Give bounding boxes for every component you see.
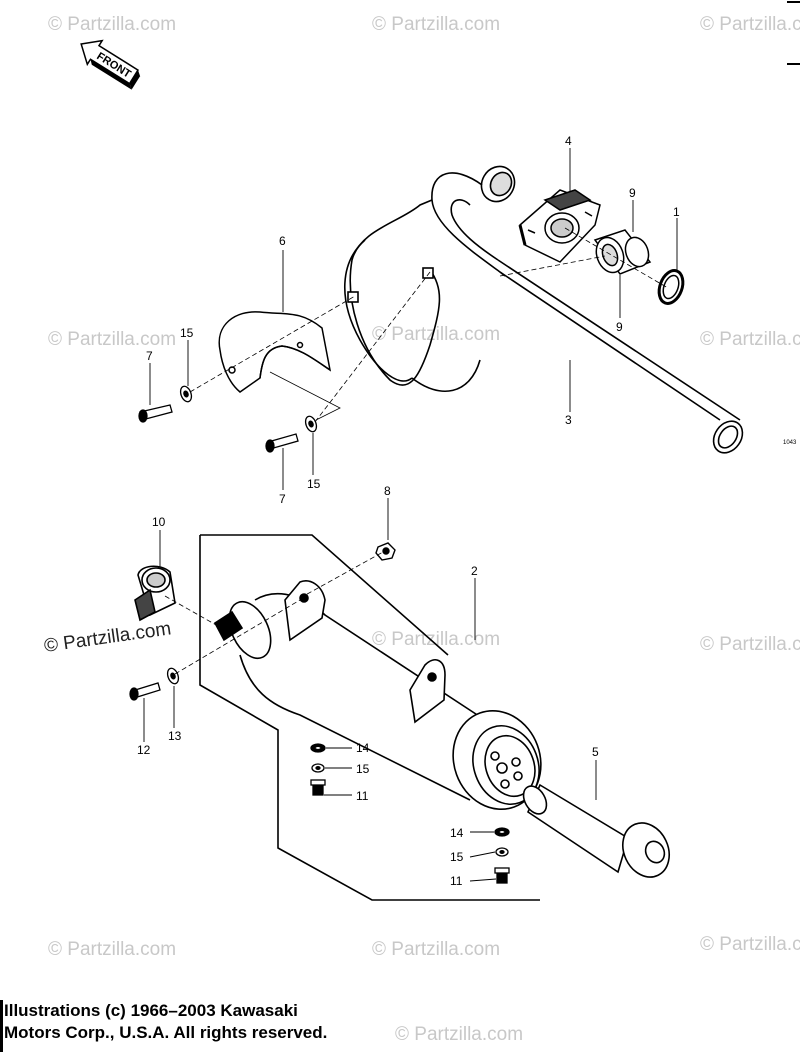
callout-11a: 11 [356,789,369,803]
split-collet [593,229,652,275]
callout-5: 5 [592,745,599,759]
callout-13: 13 [168,729,182,743]
callout-11b: 11 [450,874,463,888]
exhaust-flange [518,189,601,263]
watermark: © Partzilla.com [48,939,176,960]
callout-15d: 15 [450,850,464,864]
leader-lines [143,148,678,882]
lower-fasteners [129,667,510,884]
callout-15b: 15 [307,477,321,491]
watermark: © Partzilla.com [700,329,800,350]
silencer-insert [522,783,670,878]
watermark: © Partzilla.com [48,14,176,35]
callout-labels: 1 4 9 9 3 6 7 15 7 15 1043 8 2 10 5 12 1… [137,134,797,888]
callout-2: 2 [471,564,478,578]
gasket [657,269,685,305]
heat-guard [218,311,332,393]
front-arrow-icon: FRONT [80,39,141,90]
watermark: © Partzilla.com [372,939,500,960]
callout-7a: 7 [146,349,153,363]
watermark: © Partzilla.com [372,14,500,35]
watermark: © Partzilla.com [700,634,800,655]
callout-1: 1 [673,205,680,219]
callout-10: 10 [152,515,166,529]
watermark-layer: © Partzilla.com © Partzilla.com © Partzi… [48,14,800,1045]
muffler-clamp [134,565,176,622]
callout-15a: 15 [180,326,194,340]
copyright-line-2: Motors Corp., U.S.A. All rights reserved… [4,1023,328,1042]
callout-6: 6 [279,234,286,248]
muffler-outline-frame [199,534,540,901]
callout-9b: 9 [616,320,623,334]
lower-guide-lines [164,551,384,675]
watermark: © Partzilla.com [372,324,500,345]
callout-4: 4 [565,134,572,148]
callout-12: 12 [137,743,151,757]
callout-8: 8 [384,484,391,498]
nut [375,542,396,561]
callout-14b: 14 [450,826,464,840]
upper-fasteners [138,385,318,453]
left-edge-bar [0,1000,3,1052]
watermark: © Partzilla.com [395,1024,523,1045]
upper-guide-lines [189,227,669,423]
callout-7b: 7 [279,492,286,506]
callout-15c: 15 [356,762,370,776]
corner-marks [787,1,800,65]
watermark: © Partzilla.com [700,934,800,955]
callout-3: 3 [565,413,572,427]
watermark-dark: © Partzilla.com [43,618,173,657]
watermark: © Partzilla.com [48,329,176,350]
diagram-code: 1043 [783,440,797,446]
watermark: © Partzilla.com [372,629,500,650]
watermark: © Partzilla.com [700,14,800,35]
callout-9a: 9 [629,186,636,200]
upper-solid-lines [269,371,341,421]
copyright-line-1: Illustrations (c) 1966–2003 Kawasaki [4,1001,298,1020]
muffler [213,580,542,830]
callout-14a: 14 [356,741,370,755]
copyright-notice: Illustrations (c) 1966–2003 Kawasaki Mot… [4,1000,504,1044]
